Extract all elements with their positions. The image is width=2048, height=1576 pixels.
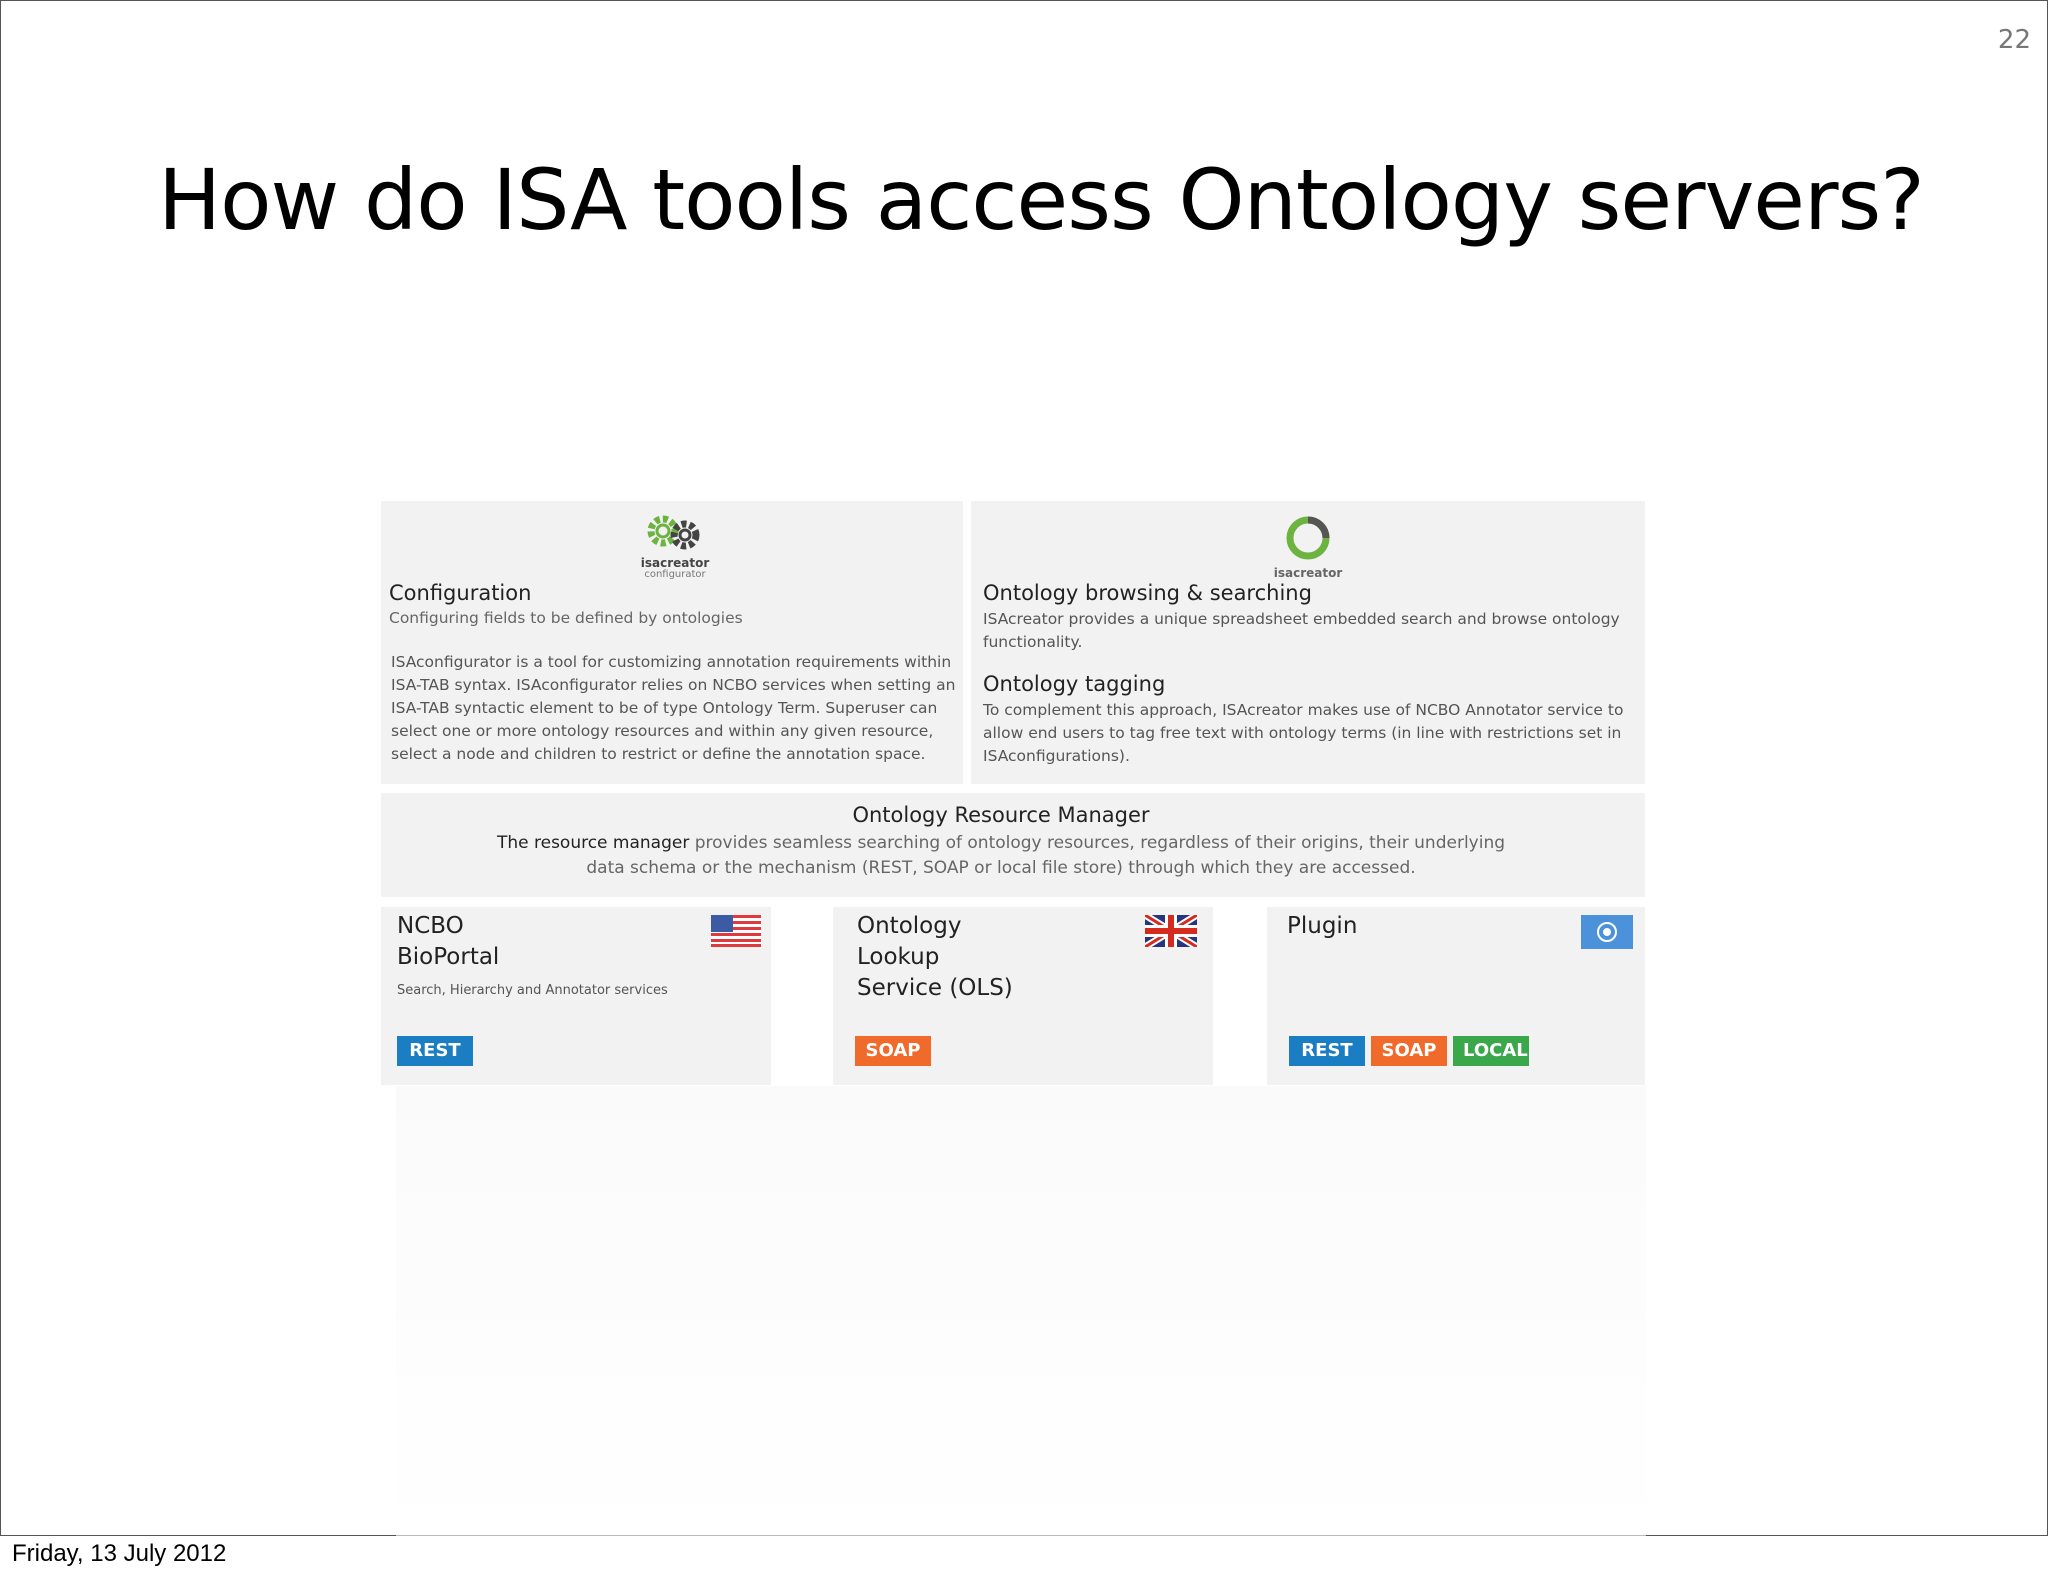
ncbo-panel: NCBO BioPortal Search, Hierarchy and Ann… (381, 907, 771, 1085)
logo-subtext: configurator (644, 569, 706, 580)
name-line: Ontology (857, 913, 962, 939)
un-flag-icon (1581, 915, 1633, 949)
plugin-name: Plugin (1287, 913, 1358, 939)
body-line: allow end users to tag free text with on… (983, 724, 1622, 742)
ols-panel: Ontology Lookup Service (OLS) SOAP (833, 907, 1213, 1085)
resource-manager-text: provides seamless searching of ontology … (689, 833, 1506, 853)
ols-name: Ontology Lookup Service (OLS) (857, 911, 1013, 1004)
soap-badge: SOAP (1371, 1036, 1447, 1066)
plugin-panel: Plugin REST SOAP LOCAL (1267, 907, 1645, 1085)
local-badge: LOCAL (1453, 1036, 1529, 1066)
configuration-heading: Configuration (389, 581, 532, 605)
configuration-body: ISAconfigurator is a tool for customizin… (391, 651, 955, 766)
gears-icon (647, 515, 700, 550)
body-line: ISA-TAB syntax. ISAconfigurator relies o… (391, 676, 956, 694)
body-line: ISAconfigurations). (983, 747, 1130, 765)
ncbo-name: NCBO BioPortal (397, 911, 499, 973)
body-line: To complement this approach, ISAcreator … (983, 701, 1624, 719)
tagging-heading: Ontology tagging (983, 672, 1166, 696)
browsing-heading: Ontology browsing & searching (983, 581, 1312, 605)
soap-badge: SOAP (855, 1036, 931, 1066)
configuration-subheading: Configuring fields to be defined by onto… (389, 609, 743, 627)
browsing-body: ISAcreator provides a unique spreadsheet… (983, 608, 1620, 654)
ncbo-description: Search, Hierarchy and Annotator services (397, 983, 668, 998)
page-number: 22 (1997, 25, 2031, 55)
isacreator-logo: isacreator (1263, 513, 1353, 579)
slide: 22 How do ISA tools access Ontology serv… (0, 0, 2048, 1536)
body-line: ISAconfigurator is a tool for customizin… (391, 653, 952, 671)
name-line: BioPortal (397, 944, 500, 970)
body-line: ISAcreator provides a unique spreadsheet… (983, 610, 1620, 628)
body-line: select a node and children to restrict o… (391, 745, 926, 763)
resource-manager-line-2: data schema or the mechanism (REST, SOAP… (586, 858, 1416, 878)
logo-text: isacreator (640, 556, 710, 570)
body-line: ISA-TAB syntactic element to be of type … (391, 699, 938, 717)
body-line: functionality. (983, 633, 1083, 651)
name-line: Lookup (857, 944, 940, 970)
logo-text: isacreator (1273, 566, 1343, 580)
resource-manager-lead: The resource manager (496, 833, 690, 853)
tagging-body: To complement this approach, ISAcreator … (983, 699, 1623, 768)
name-line: NCBO (397, 913, 464, 939)
resource-manager-panel: Ontology Resource Manager The resource m… (381, 793, 1645, 897)
uk-flag-icon (1145, 915, 1197, 947)
resource-manager-line-1: The resource manager provides seamless s… (381, 832, 1621, 855)
isacreator-ring-icon (1286, 516, 1330, 560)
rest-badge: REST (1289, 1036, 1365, 1066)
footer-date: Friday, 13 July 2012 (12, 1540, 227, 1567)
resource-manager-heading: Ontology Resource Manager (852, 803, 1150, 827)
configuration-panel: isacreator configurator Configuration Co… (381, 501, 963, 784)
body-line: select one or more ontology resources an… (391, 722, 934, 740)
slide-title: How do ISA tools access Ontology servers… (158, 151, 1925, 249)
name-line: Service (OLS) (857, 975, 1013, 1001)
isacreator-panel: isacreator Ontology browsing & searching… (971, 501, 1645, 784)
rest-badge: REST (397, 1036, 473, 1066)
us-flag-icon (711, 915, 761, 947)
isaconfigurator-logo: isacreator configurator (635, 511, 715, 581)
figure-reflection (396, 1086, 1646, 1536)
